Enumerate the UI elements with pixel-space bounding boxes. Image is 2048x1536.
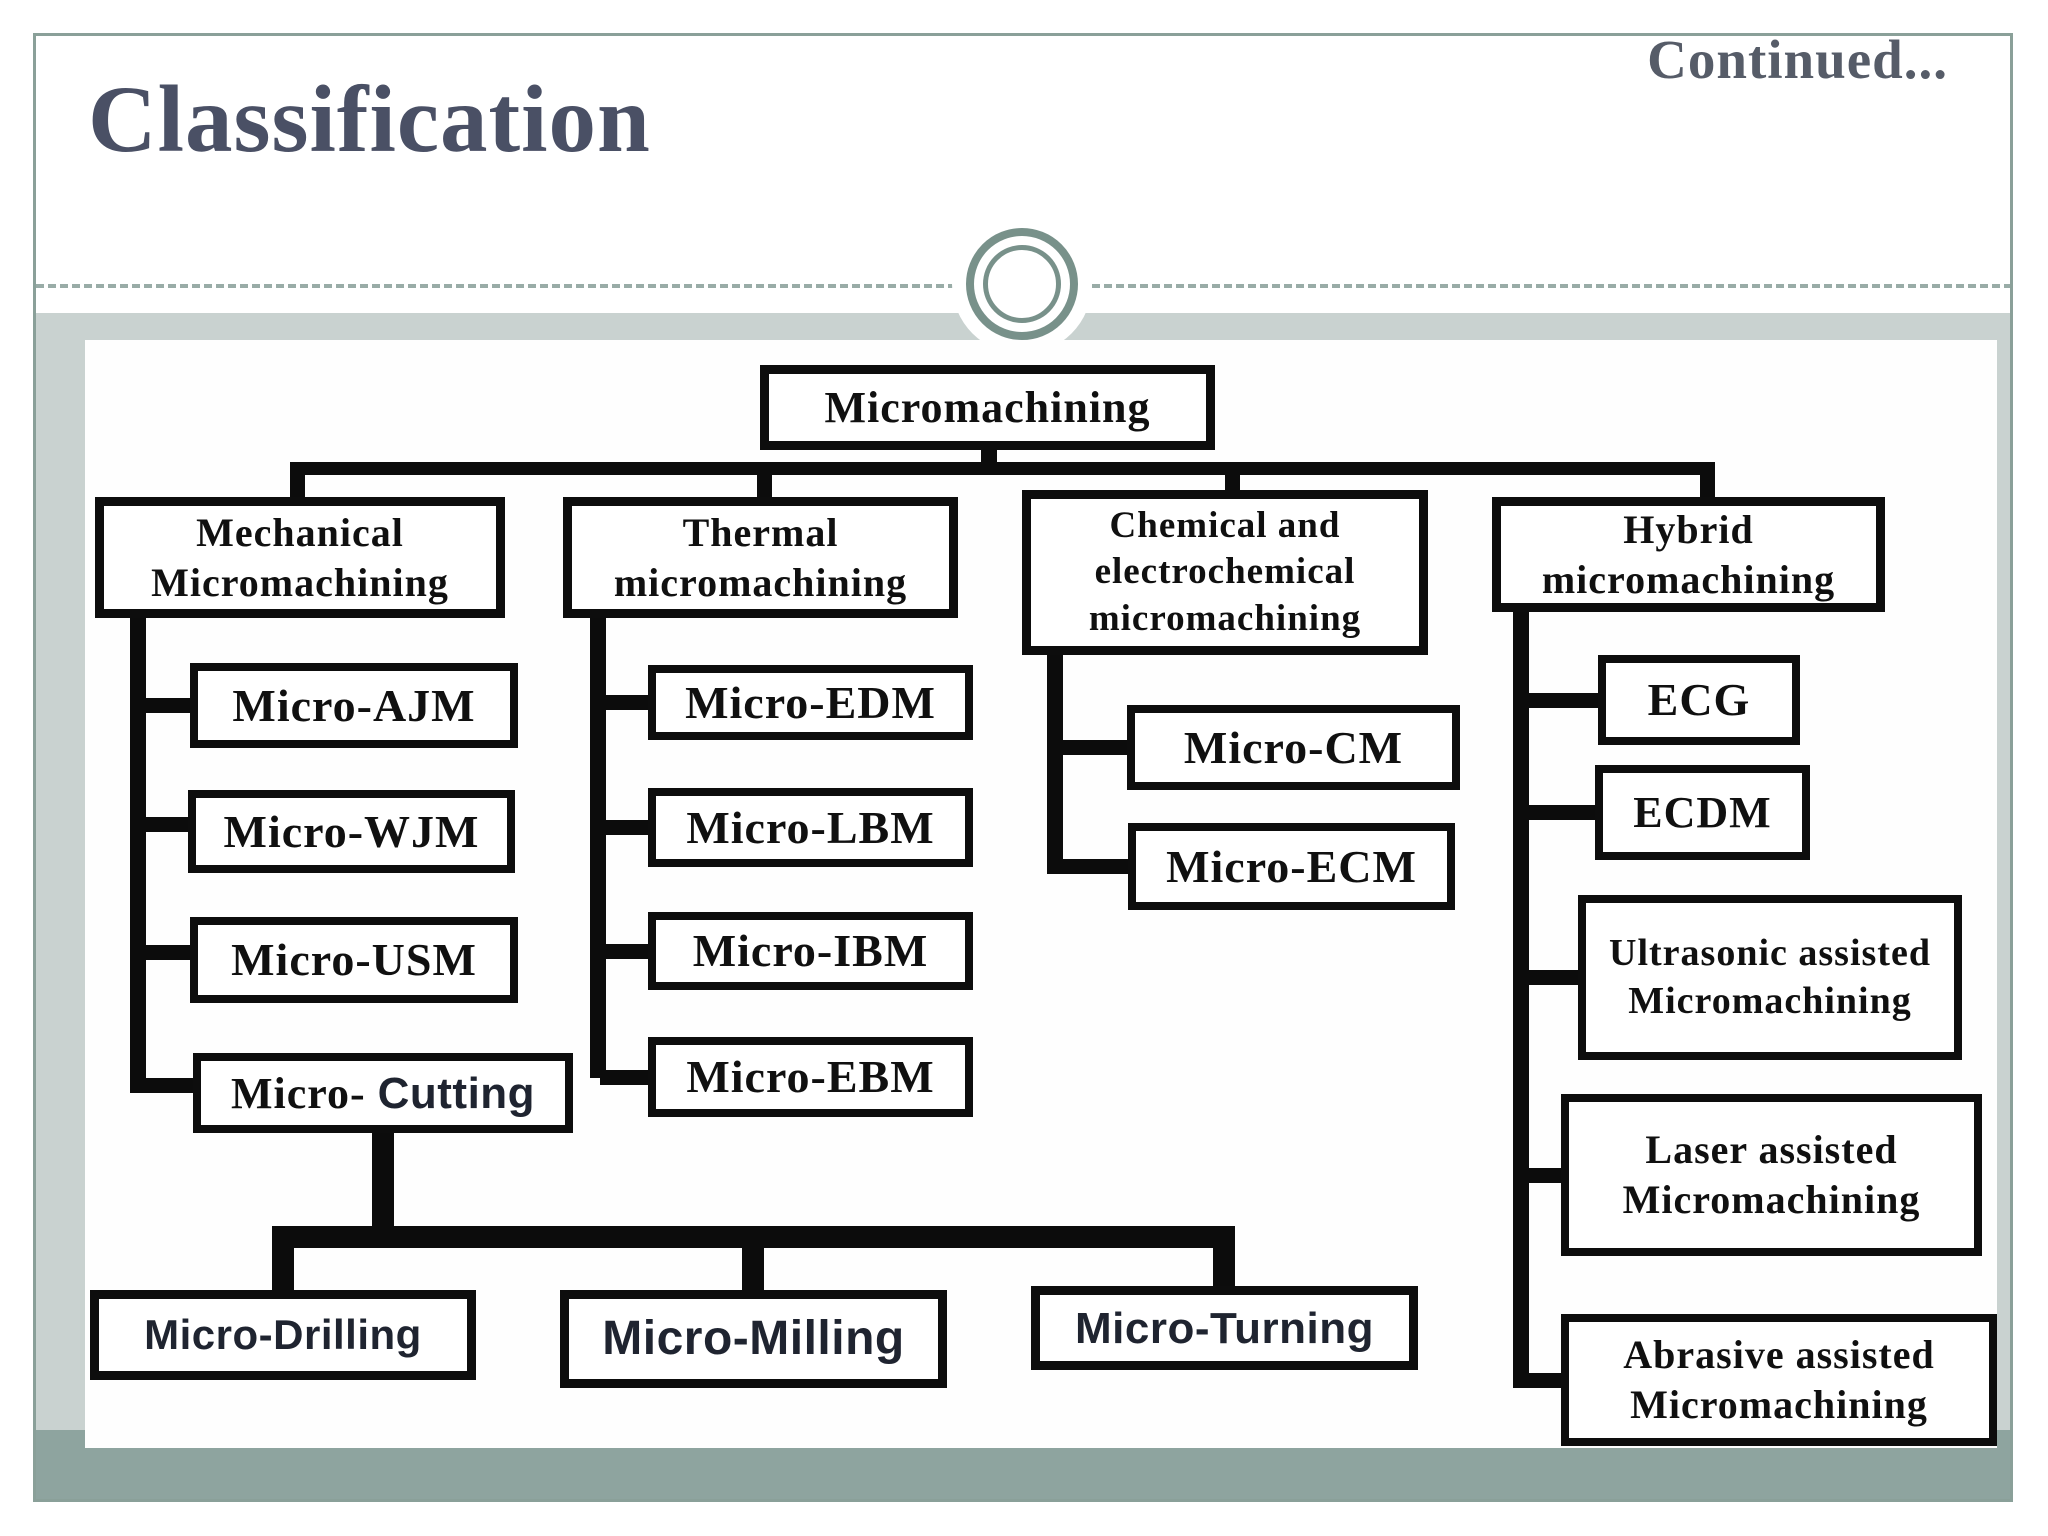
connector bbox=[1521, 1373, 1569, 1388]
connector bbox=[272, 1248, 294, 1290]
node-micro-turning: Micro-Turning bbox=[1031, 1286, 1418, 1370]
connector bbox=[600, 1070, 658, 1085]
connector bbox=[290, 462, 305, 500]
connector bbox=[1521, 805, 1603, 820]
node-micro-edm: Micro-EDM bbox=[648, 665, 973, 740]
connector bbox=[140, 1078, 200, 1093]
node-ultrasonic-assisted-micromachining: Ultrasonic assisted Micromachining bbox=[1578, 895, 1962, 1060]
connector bbox=[1213, 1248, 1235, 1286]
connector bbox=[1055, 740, 1135, 755]
divider-circle-inner-ring-icon bbox=[983, 245, 1061, 323]
node-thermal-micromachining: Thermal micromachining bbox=[563, 497, 958, 618]
connector bbox=[140, 698, 200, 713]
connector bbox=[140, 945, 200, 960]
node-micro-ibm: Micro-IBM bbox=[648, 912, 973, 990]
node-micromachining: Micromachining bbox=[760, 365, 1215, 450]
connector bbox=[600, 695, 658, 710]
node-micro-ebm: Micro-EBM bbox=[648, 1037, 973, 1117]
node-micro-milling: Micro-Milling bbox=[560, 1290, 947, 1388]
connector bbox=[600, 944, 658, 959]
connector bbox=[590, 618, 606, 1078]
connector bbox=[372, 1133, 394, 1248]
node-abrasive-assisted-micromachining: Abrasive assisted Micromachining bbox=[1561, 1314, 1997, 1446]
connector bbox=[1513, 612, 1529, 1388]
micro-cutting-word: Cutting bbox=[377, 1068, 536, 1118]
micro-cutting-prefix: Micro- bbox=[230, 1068, 366, 1118]
node-mechanical-micromachining: Mechanical Micromachining bbox=[95, 497, 505, 618]
node-ecdm: ECDM bbox=[1595, 765, 1810, 860]
node-micro-usm: Micro-USM bbox=[190, 917, 518, 1003]
connector bbox=[1225, 462, 1240, 493]
page-title: Classification bbox=[88, 66, 651, 172]
connector bbox=[742, 1248, 764, 1290]
node-chemical-electrochemical-micromachining: Chemical and electrochemical micromachin… bbox=[1022, 490, 1428, 655]
node-hybrid-micromachining: Hybrid micromachining bbox=[1492, 497, 1885, 612]
node-micro-lbm: Micro-LBM bbox=[648, 788, 973, 867]
connector bbox=[272, 1226, 1235, 1248]
node-micro-drilling: Micro-Drilling bbox=[90, 1290, 476, 1380]
node-micro-ajm: Micro-AJM bbox=[190, 663, 518, 748]
continued-label: Continued... bbox=[1647, 29, 1948, 90]
node-micro-wjm: Micro-WJM bbox=[188, 790, 515, 873]
node-micro-ecm: Micro-ECM bbox=[1128, 823, 1455, 910]
connector bbox=[1521, 693, 1606, 708]
connector bbox=[140, 817, 200, 832]
connector bbox=[1521, 1168, 1569, 1183]
connector bbox=[1700, 462, 1715, 500]
diagram-panel: Micromachining Mechanical Micromachining… bbox=[85, 340, 1997, 1448]
node-laser-assisted-micromachining: Laser assisted Micromachining bbox=[1561, 1094, 1982, 1256]
connector bbox=[600, 820, 658, 835]
node-ecg: ECG bbox=[1598, 655, 1800, 745]
connector bbox=[1521, 970, 1586, 985]
divider-circle-ornament-icon bbox=[966, 228, 1078, 340]
connector bbox=[290, 462, 1715, 475]
connector bbox=[1047, 655, 1063, 874]
node-micro-cutting: Micro- Cutting bbox=[193, 1053, 573, 1133]
connector bbox=[1055, 859, 1136, 874]
node-micro-cm: Micro-CM bbox=[1127, 705, 1460, 790]
connector bbox=[130, 618, 146, 1093]
connector bbox=[757, 462, 772, 500]
